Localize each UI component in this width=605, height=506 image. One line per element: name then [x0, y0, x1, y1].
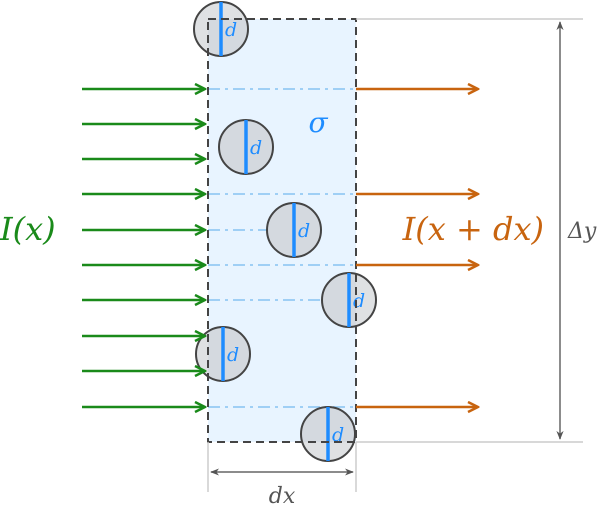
diameter-label: d — [353, 290, 365, 312]
diameter-label: d — [250, 137, 262, 159]
transmitted-arrows — [356, 89, 478, 407]
incident-arrows — [82, 89, 205, 407]
transmitted-intensity-label: I(x + dx) — [402, 210, 544, 248]
cross-section-label: σ — [308, 106, 328, 139]
diameter-label: d — [298, 220, 310, 242]
dy-label: Δy — [567, 219, 597, 244]
particles: d d d d d d — [193, 1, 377, 462]
incident-intensity-label: I(x) — [0, 210, 56, 248]
diameter-label: d — [332, 424, 344, 446]
scattering-particle: d — [266, 202, 322, 258]
scattering-particle: d — [300, 406, 356, 462]
diameter-label: d — [227, 344, 239, 366]
scattering-particle: d — [195, 326, 251, 382]
scattering-particle: d — [321, 272, 377, 328]
diameter-label: d — [225, 19, 237, 41]
dx-label: dx — [269, 484, 296, 506]
scattering-particle: d — [193, 1, 249, 57]
scattering-particle: d — [218, 119, 274, 175]
slab-border — [207, 18, 357, 443]
